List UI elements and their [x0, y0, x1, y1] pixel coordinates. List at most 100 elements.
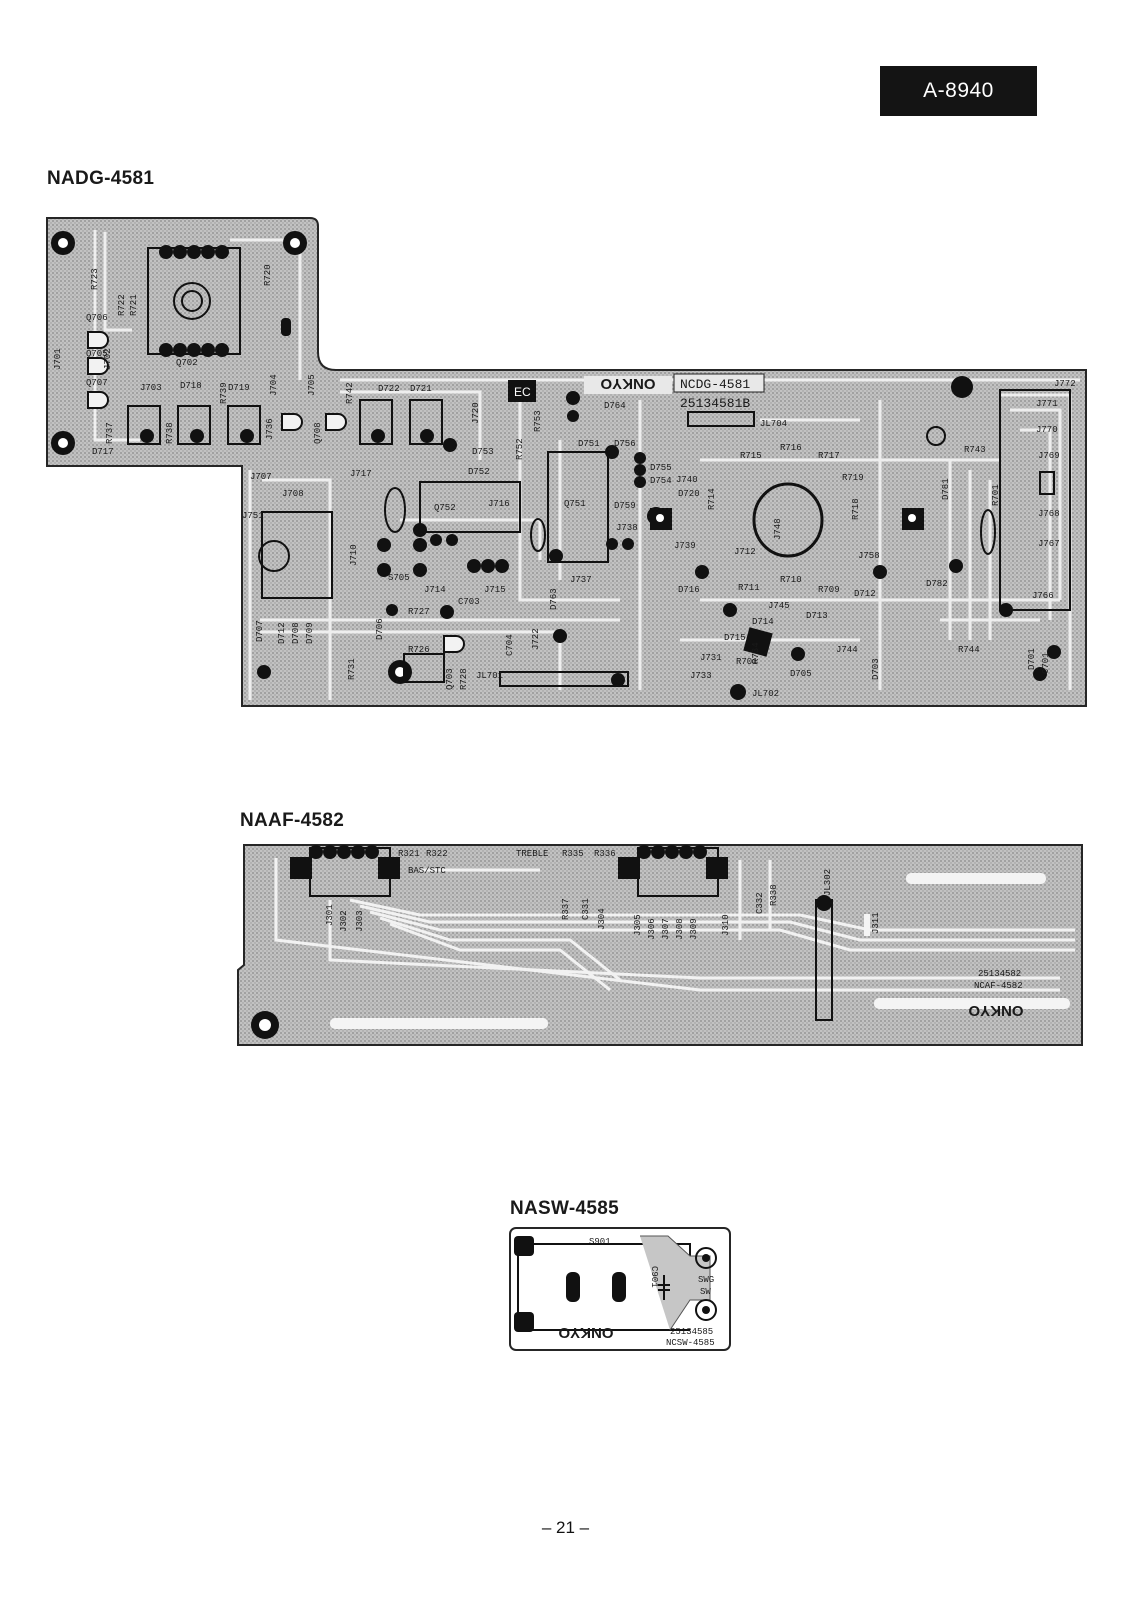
label-d705: D705 — [790, 669, 812, 679]
label-j739: J739 — [674, 541, 696, 551]
label-d708: D708 — [291, 622, 301, 644]
label-j301: J301 — [325, 904, 335, 926]
label-r752: R752 — [515, 438, 525, 460]
label-r701: R701 — [736, 657, 758, 667]
naaf-brand-label: ONKYO — [968, 1002, 1023, 1019]
label-s901: S901 — [589, 1237, 611, 1247]
label-j738: J738 — [616, 523, 638, 533]
label-r719: R719 — [842, 473, 864, 483]
label-d713: D713 — [806, 611, 828, 621]
label-d719: D719 — [228, 383, 250, 393]
label-j310: J310 — [721, 914, 731, 936]
label-j744: J744 — [836, 645, 858, 655]
label-r731: R731 — [347, 658, 357, 680]
label-j731: J731 — [700, 653, 722, 663]
label-j736: J736 — [265, 418, 275, 440]
board-nasw-4585: S901 C901 SWG SW ONKYO 25134585 NCSW-458… — [509, 1227, 731, 1351]
nasw-part-number: 25134585 — [670, 1327, 713, 1337]
label-j715: J715 — [484, 585, 506, 595]
label-r714: R714 — [707, 488, 717, 510]
label-d763: D763 — [549, 588, 559, 610]
label-jl701: JL701 — [476, 671, 503, 681]
label-j708: J708 — [282, 489, 304, 499]
label-r743: R743 — [964, 445, 986, 455]
label-j748: J748 — [773, 518, 783, 540]
board-outline — [237, 844, 1083, 1046]
label-j702: J702 — [103, 348, 113, 370]
label-j712: J712 — [734, 547, 756, 557]
label-r744: R744 — [958, 645, 980, 655]
label-bas-stc: BAS/STC — [408, 866, 446, 876]
label-d712: D712 — [854, 589, 876, 599]
nadg-board-id: NCDG-4581 — [680, 377, 750, 392]
label-r336: R336 — [594, 849, 616, 859]
board-title-nasw: NASW-4585 — [510, 1198, 619, 1219]
label-j705: J705 — [307, 374, 317, 396]
label-j305: J305 — [633, 914, 643, 936]
nasw-brand-label: ONKYO — [558, 1324, 613, 1341]
label-r742: R742 — [345, 382, 355, 404]
label-r322: R322 — [426, 849, 448, 859]
label-j740: J740 — [676, 475, 698, 485]
label-r711: R711 — [738, 583, 760, 593]
label-d756: D756 — [614, 439, 636, 449]
label-j767: J767 — [1038, 539, 1060, 549]
label-j771: J771 — [1036, 399, 1058, 409]
label-j302: J302 — [339, 910, 349, 932]
model-number-badge: A-8940 — [880, 66, 1037, 116]
label-c332: C332 — [755, 892, 765, 914]
label-j307: J307 — [661, 918, 671, 940]
label-j766: J766 — [1032, 591, 1054, 601]
label-j306: J306 — [647, 918, 657, 940]
label-d752: D752 — [468, 467, 490, 477]
label-d718: D718 — [180, 381, 202, 391]
board-naaf-4582: R321 R322 BAS/STC TREBLE R335 R336 R337 … — [237, 844, 1083, 1046]
label-d717: D717 — [92, 447, 114, 457]
label-r734: R734 — [751, 642, 761, 664]
label-jl702: JL702 — [752, 689, 779, 699]
page-number: – 21 – — [541, 1518, 590, 1537]
label-q705: Q705 — [86, 349, 108, 359]
label-d754: D754 — [650, 476, 672, 486]
label-r726: R726 — [408, 645, 430, 655]
label-j304: J304 — [597, 908, 607, 930]
naaf-part-number: 25134582 — [978, 969, 1021, 979]
nadg-vertical-labels: R723 R722 R721 R720 J701 J702 R737 R738 … — [53, 264, 1051, 690]
board-title-nadg: NADG-4581 — [47, 168, 155, 189]
label-j703: J703 — [140, 383, 162, 393]
nasw-component-labels: S901 C901 SWG SW — [589, 1237, 714, 1297]
label-d764: D764 — [604, 401, 626, 411]
label-c331: C331 — [581, 898, 591, 920]
nasw-board-id: NCSW-4585 — [666, 1338, 715, 1348]
label-j737: J737 — [570, 575, 592, 585]
label-r321: R321 — [398, 849, 420, 859]
naaf-component-labels: R321 R322 BAS/STC TREBLE R335 R336 R337 … — [325, 849, 881, 940]
label-j772: J772 — [1054, 379, 1076, 389]
label-d720: D720 — [678, 489, 700, 499]
label-r728: R728 — [459, 668, 469, 690]
label-j722: J722 — [531, 628, 541, 650]
label-j768: J768 — [1038, 509, 1060, 519]
naaf-board-id: NCAF-4582 — [974, 981, 1023, 991]
label-swg: SWG — [698, 1275, 714, 1285]
label-j758: J758 — [858, 551, 880, 561]
label-c701: C701 — [1041, 652, 1051, 674]
label-j716: J716 — [488, 499, 510, 509]
label-j701: J701 — [53, 348, 63, 370]
label-j751: J751 — [242, 511, 264, 521]
mounting-holes — [51, 231, 973, 684]
nadg-part-number: 25134581B — [680, 396, 750, 411]
board-nadg-4581: EC ONKYO NCDG-4581 25134581B Q706 Q705 Q… — [46, 217, 1087, 707]
label-r737: R737 — [105, 422, 115, 444]
label-q706: Q706 — [86, 313, 108, 323]
label-r701: R701 — [991, 484, 1001, 506]
label-s705: S705 — [388, 573, 410, 583]
label-r717: R717 — [818, 451, 840, 461]
label-r739: R739 — [219, 382, 229, 404]
label-c704: C704 — [505, 634, 515, 656]
switch-pads — [159, 245, 229, 357]
board-outline — [46, 217, 1087, 707]
label-d715: D715 — [724, 633, 746, 643]
label-r720: R720 — [263, 264, 273, 286]
label-jl704: JL704 — [760, 419, 787, 429]
